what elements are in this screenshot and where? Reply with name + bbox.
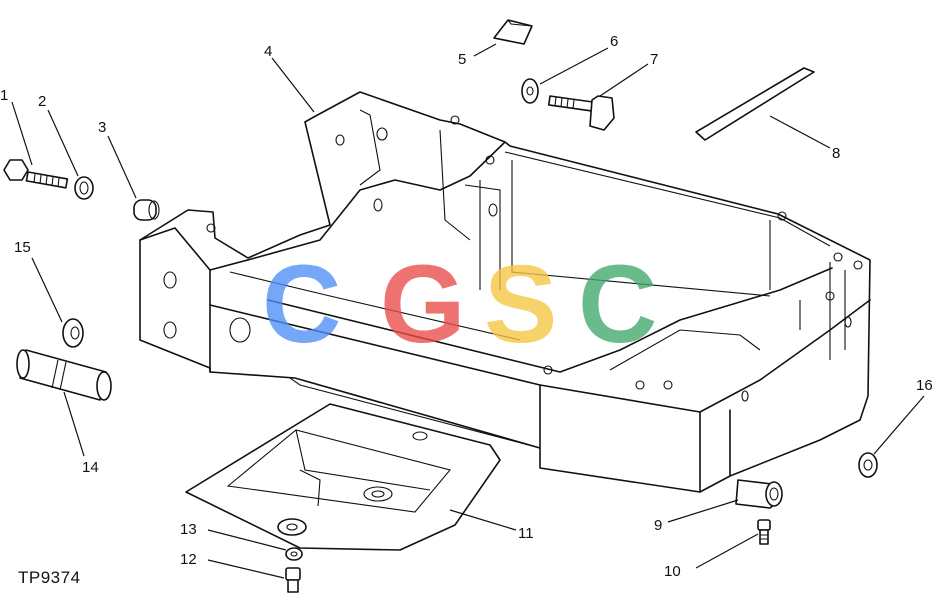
callout-6: 6	[610, 33, 618, 50]
figure-id: TP9374	[18, 568, 81, 587]
fitting-part-10	[757, 519, 771, 545]
callout-9: 9	[654, 517, 662, 534]
callout-11: 11	[518, 525, 534, 542]
bushing-part-9	[735, 479, 783, 509]
callout-14: 14	[82, 459, 99, 476]
callout-16: 16	[916, 377, 933, 394]
plug-part	[277, 518, 307, 536]
callout-1: 1	[0, 87, 8, 104]
strip-part-8	[695, 67, 815, 141]
pin-part-14	[16, 349, 112, 401]
bushing-part-3	[133, 199, 160, 221]
watermark-letter-2: G	[380, 243, 466, 366]
callout-5: 5	[458, 51, 466, 68]
lock-washer-part-2	[74, 176, 94, 200]
washer-part-15	[62, 318, 84, 348]
washer-part-13	[285, 547, 303, 561]
callout-12: 12	[180, 551, 197, 568]
watermark-logo: C G S C	[262, 243, 657, 366]
bolt-part-7	[547, 95, 615, 131]
callout-2: 2	[38, 93, 46, 110]
bolt-part-1	[3, 159, 69, 189]
fitting-part-12	[285, 567, 301, 593]
callout-4: 4	[264, 43, 272, 60]
watermark-letter-4: C	[578, 243, 657, 366]
pad-part-5	[493, 19, 533, 45]
callout-15: 15	[14, 239, 31, 256]
washer-part-6	[521, 78, 539, 104]
callout-labels: 1 2 3 4 5 6 7 8 9 10 11 12 13 14 15 16	[0, 33, 933, 580]
watermark-letter-3: S	[484, 243, 557, 366]
leader-lines	[11, 43, 925, 579]
main-frame-part	[139, 91, 871, 493]
cover-plate-part	[185, 403, 501, 551]
washer-part-16	[858, 452, 878, 478]
watermark-letter-1: C	[262, 243, 341, 366]
callout-3: 3	[98, 119, 106, 136]
callout-8: 8	[832, 145, 840, 162]
callout-10: 10	[664, 563, 681, 580]
callout-7: 7	[650, 51, 658, 68]
callout-13: 13	[180, 521, 197, 538]
